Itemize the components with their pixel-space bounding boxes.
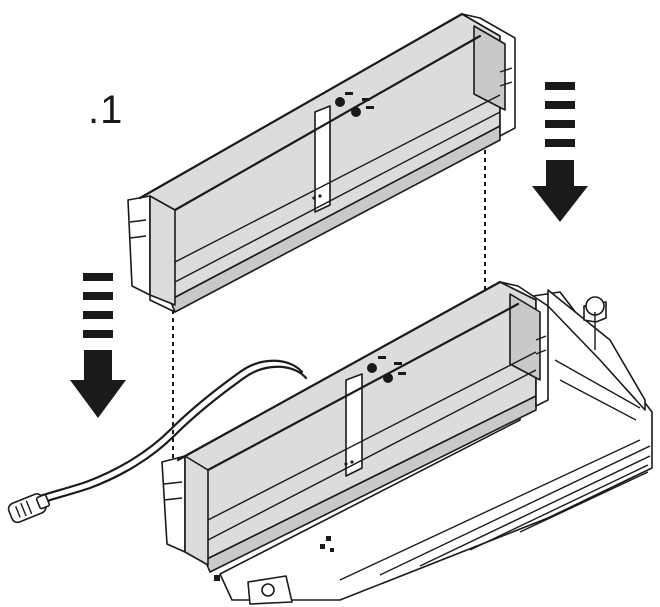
power-cable-icon [7,359,308,524]
base-unit [161,280,653,605]
step-number: .1 [88,88,124,132]
down-arrow-icon [70,273,126,418]
down-arrow-icon [532,82,588,222]
upper-tray [127,12,516,313]
